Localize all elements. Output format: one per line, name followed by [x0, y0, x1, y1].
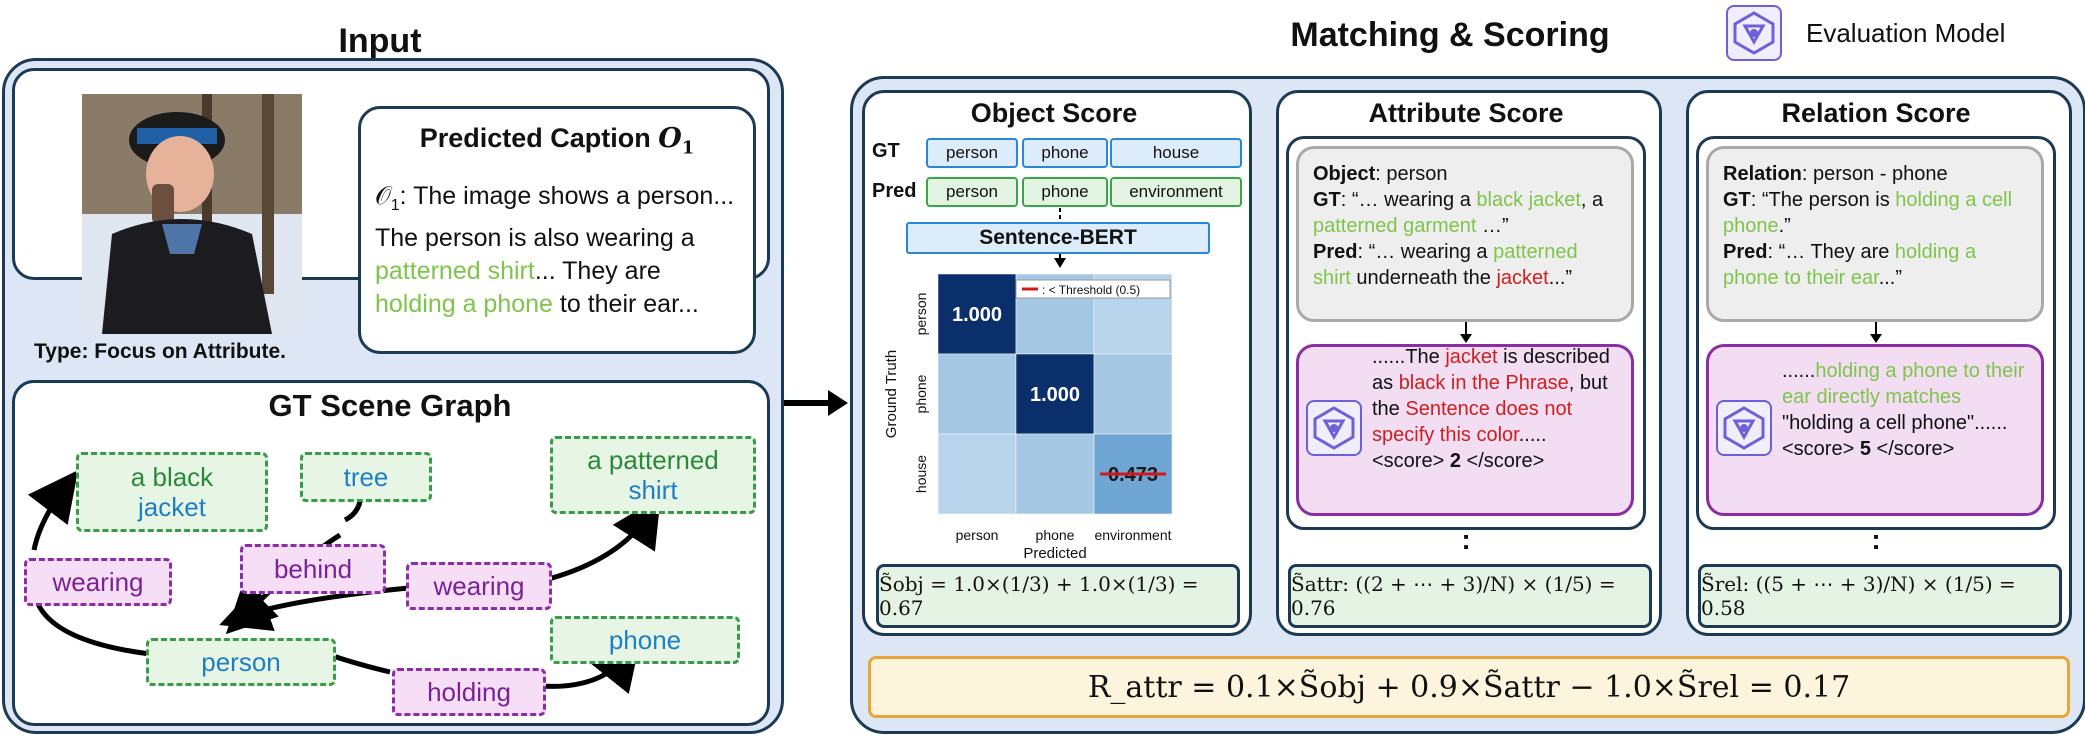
heatmap-legend-box [1015, 279, 1171, 299]
heatmap-cell [1093, 353, 1173, 435]
node-person: person [146, 638, 336, 686]
pred-row-label: Pred [872, 180, 917, 202]
input-title: Input [338, 22, 422, 60]
predicted-caption-box: Predicted Caption O1 𝒪1: The image shows… [358, 106, 756, 354]
predicted-caption-title: Predicted Caption O1 [419, 123, 695, 159]
attribute-continuation-dots: : [1461, 524, 1471, 555]
pred-tag-environment: environment [1110, 177, 1242, 207]
attribute-eval-model-icon [1306, 400, 1362, 456]
gt-tag-person: person [926, 138, 1018, 168]
evaluation-model-label: Evaluation Model [1806, 18, 2006, 48]
pred-tag-person: person [926, 177, 1018, 207]
heatmap-x-tick-label: environment [1094, 527, 1171, 543]
heatmap-y-axis-label: Ground Truth [883, 350, 900, 438]
final-reward-formula: R_attr = 0.1×S̃obj + 0.9×S̃attr − 1.0×S̃… [868, 656, 2070, 718]
node-black-jacket: a black jacket [76, 452, 268, 532]
heatmap-cell [937, 433, 1017, 515]
heatmap-cell [937, 273, 1017, 355]
attribute-phrase-box: Object: person GT: “… wearing a black ja… [1296, 146, 1634, 322]
heatmap-value-label: 1.000 [952, 304, 1002, 326]
predicted-caption-text: 𝒪1: The image shows a person... The pers… [375, 181, 735, 318]
type-label: Type: Focus on Attribute. [34, 340, 286, 363]
node-phone: phone [550, 616, 740, 664]
relation-holding: holding [392, 668, 546, 716]
relation-behind: behind [240, 544, 386, 594]
attribute-inner-frame [1286, 136, 1646, 530]
attribute-response-text: ......The jacket is described as black i… [1372, 346, 1610, 472]
relation-wearing-left: wearing [24, 558, 172, 606]
relation-inner-frame [1696, 136, 2056, 530]
relation-response-text: ......holding a phone to their ear direc… [1782, 360, 2025, 460]
attribute-score-formula: S̃attr: ((2 + ⋯ + 3)/N) × (1/5) = 0.76 [1288, 564, 1652, 628]
gt-tag-house: house [1110, 138, 1242, 168]
scene-graph-title: GT Scene Graph [268, 388, 512, 423]
relation-score-title: Relation Score [1781, 98, 1971, 128]
heatmap-value-label: 1.000 [1030, 384, 1080, 406]
node-patterned-shirt: a patterned shirt [550, 436, 756, 514]
heatmap-x-axis-label: Predicted [1023, 545, 1086, 562]
attribute-score-title: Attribute Score [1368, 98, 1564, 128]
relation-phrase-box: Relation: person - phone GT: “The person… [1706, 146, 2044, 322]
heatmap-y-tick-label: house [913, 455, 929, 493]
heatmap-cell [1015, 353, 1095, 435]
heatmap-x-tick-label: phone [1036, 527, 1075, 543]
pred-tag-phone: phone [1022, 177, 1108, 207]
object-score-title: Object Score [970, 98, 1138, 128]
relation-wearing-right: wearing [406, 562, 552, 610]
evaluation-model-logo-icon [1726, 5, 1782, 61]
heatmap-y-tick-label: person [913, 293, 929, 336]
relation-down-arrow-icon [1870, 322, 1882, 343]
attribute-down-arrow-icon [1460, 322, 1472, 343]
gt-row-label: GT [872, 140, 900, 162]
node-tree: tree [300, 452, 432, 502]
heatmap-cell [1015, 433, 1095, 515]
heatmap-y-tick-label: phone [913, 374, 929, 413]
sentence-bert-box: Sentence-BERT [906, 222, 1210, 254]
relation-eval-model-icon [1716, 400, 1772, 456]
heatmap-cell [937, 353, 1017, 435]
object-score-formula: S̃obj = 1.0×(1/3) + 1.0×(1/3) = 0.67 [876, 564, 1240, 628]
input-photo [82, 94, 302, 334]
heatmap-legend-label: : < Threshold (0.5) [1042, 283, 1140, 297]
heatmap-x-tick-label: person [956, 527, 999, 543]
matching-scoring-title: Matching & Scoring [1290, 16, 1610, 54]
relation-continuation-dots: : [1871, 524, 1881, 555]
flow-arrow-icon [784, 390, 848, 416]
gt-tag-phone: phone [1022, 138, 1108, 168]
relation-score-formula: S̃rel: ((5 + ⋯ + 3)/N) × (1/5) = 0.58 [1698, 564, 2062, 628]
